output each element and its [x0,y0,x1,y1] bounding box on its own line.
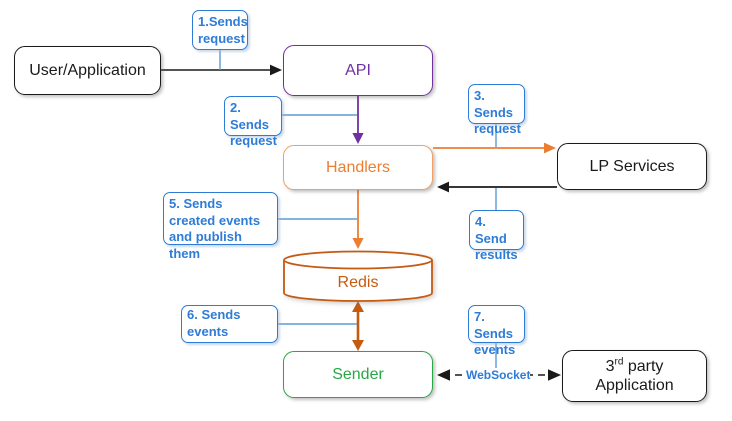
node-user-application: User/Application [14,46,161,95]
redis-cylinder-shape [283,250,433,302]
node-third-party-line1: 3rd party [605,356,664,375]
note-step3: 3. Sends request [468,84,525,136]
arrowhead-user-to-api [270,64,282,76]
node-user-application-label: User/Application [29,61,146,79]
arrowhead-handlers-to-redis [352,238,364,249]
note-step4: 4. Send results [469,210,524,262]
arrowhead-api-to-handlers [352,133,364,144]
websocket-label: WebSocket [466,368,531,382]
node-redis: Redis [283,250,433,302]
arrowhead-handlers-to-lp [544,142,556,154]
node-handlers: Handlers [283,145,433,190]
note-step2: 2. Sends request [224,96,282,148]
node-handlers-label: Handlers [325,158,391,176]
node-third-party-application: 3rd party Application [562,350,707,402]
node-api: API [283,45,433,96]
node-third-party-line2: Application [595,377,674,394]
note-step1: 1.Sends request [192,10,248,50]
arrowhead-lp-to-handlers [437,181,449,193]
arrowhead-websocket-left [437,369,450,381]
third-party-ordinal-sup: rd [614,356,624,368]
node-api-label: API [345,61,371,79]
note-step5: 5. Sends created events and publish them [163,192,278,261]
node-sender-label: Sender [332,365,384,383]
note-step7: 7. Sends events [468,305,525,357]
arrowhead-redis-sender-bottom [352,340,364,351]
node-lp-services: LP Services [557,143,707,190]
node-redis-label: Redis [337,274,379,291]
node-lp-services-label: LP Services [589,157,675,175]
node-sender: Sender [283,351,433,398]
arrowhead-websocket-right [548,369,561,381]
note-step6: 6. Sends events [181,305,278,343]
